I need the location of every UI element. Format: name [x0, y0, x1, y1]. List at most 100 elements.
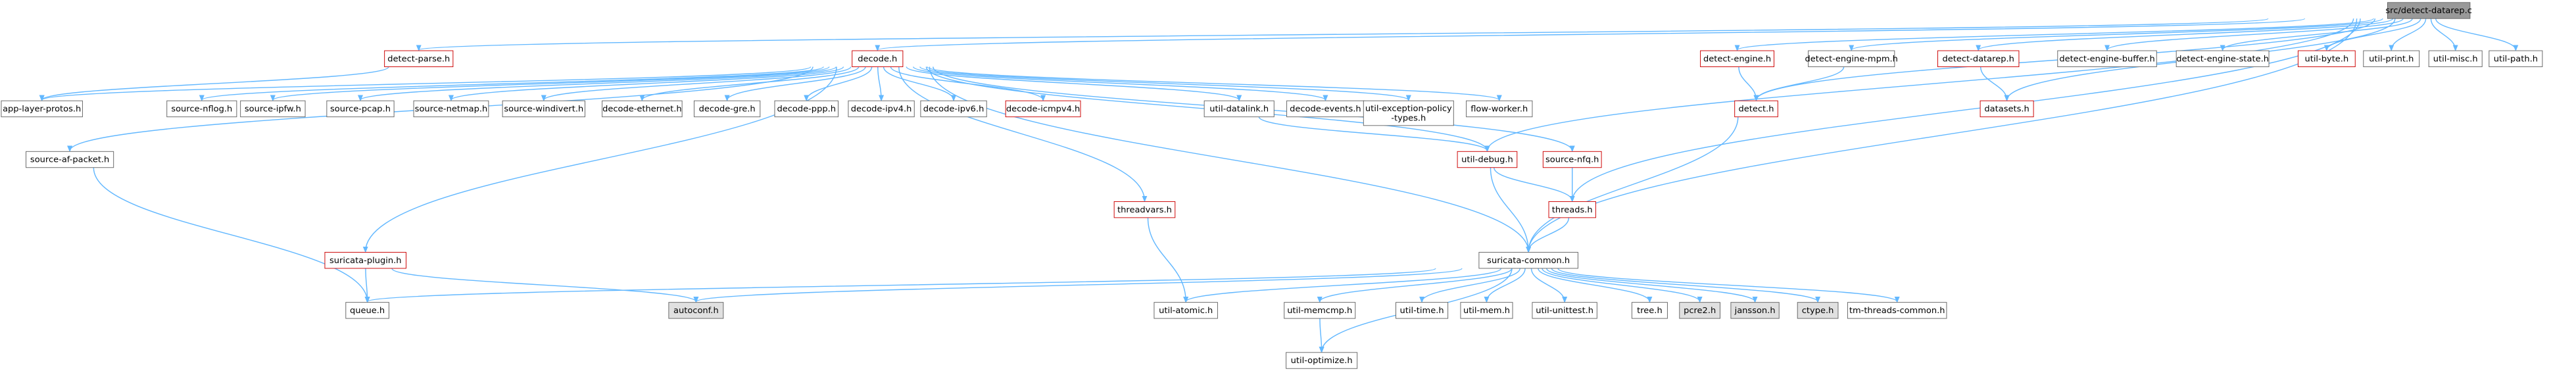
node-decode[interactable]: decode.h — [852, 50, 904, 67]
node-util-debug[interactable]: util-debug.h — [1457, 151, 1518, 168]
node-box-pcre2[interactable] — [1679, 302, 1720, 319]
node-box-util-byte[interactable] — [2297, 50, 2356, 67]
node-source-af-packet[interactable]: source-af-packet.h — [26, 151, 114, 168]
node-box-decode-ppp[interactable] — [774, 100, 838, 118]
node-box-autoconf[interactable] — [668, 302, 724, 319]
node-box-detect-parse[interactable] — [384, 50, 454, 67]
node-box-decode-gre[interactable] — [693, 100, 761, 118]
node-box-tree[interactable] — [1631, 302, 1668, 319]
node-root[interactable]: src/detect-datarep.c — [2385, 2, 2472, 19]
node-jansson[interactable]: jansson.h — [1730, 302, 1780, 319]
node-box-util-datalink[interactable] — [1203, 100, 1275, 118]
node-flow-worker[interactable]: flow-worker.h — [1466, 100, 1533, 118]
node-box-decode-ethernet[interactable] — [602, 100, 683, 118]
node-box-threadvars[interactable] — [1113, 201, 1176, 218]
node-util-byte[interactable]: util-byte.h — [2297, 50, 2356, 67]
node-box-source-pcap[interactable] — [326, 100, 395, 118]
node-box-util-memcmp[interactable] — [1284, 302, 1356, 319]
node-box-util-time[interactable] — [1396, 302, 1449, 319]
node-util-exception-policy-types[interactable]: util-exception-policy-types.h — [1363, 100, 1454, 126]
node-decode-events[interactable]: decode-events.h — [1286, 100, 1365, 118]
node-app-layer-protos[interactable]: app-layer-protos.h — [1, 100, 83, 118]
node-box-util-atomic[interactable] — [1154, 302, 1218, 319]
node-threads[interactable]: threads.h — [1548, 201, 1596, 218]
node-threadvars[interactable]: threadvars.h — [1113, 201, 1176, 218]
node-box-ctype[interactable] — [1797, 302, 1839, 319]
node-autoconf[interactable]: autoconf.h — [668, 302, 724, 319]
node-detect-h[interactable]: detect.h — [1734, 100, 1778, 118]
node-queue[interactable]: queue.h — [345, 302, 389, 319]
node-box-detect-engine-mpm[interactable] — [1808, 50, 1895, 67]
node-detect-datarep-h[interactable]: detect-datarep.h — [1937, 50, 2020, 67]
node-decode-ipv4[interactable]: decode-ipv4.h — [848, 100, 915, 118]
node-source-windivert[interactable]: source-windivert.h — [502, 100, 586, 118]
node-box-source-nflog[interactable] — [166, 100, 237, 118]
node-box-util-path[interactable] — [2489, 50, 2543, 67]
node-box-source-windivert[interactable] — [502, 100, 586, 118]
node-util-time[interactable]: util-time.h — [1396, 302, 1449, 319]
node-box-source-nfq[interactable] — [1542, 151, 1602, 168]
node-box-queue[interactable] — [345, 302, 389, 319]
node-box-tm-threads-common[interactable] — [1847, 302, 1947, 319]
node-box-decode-icmpv4[interactable] — [1005, 100, 1081, 118]
node-detect-parse[interactable]: detect-parse.h — [384, 50, 454, 67]
node-box-detect-h[interactable] — [1734, 100, 1778, 118]
node-detect-engine-state[interactable]: detect-engine-state.h — [2175, 50, 2270, 67]
node-pcre2[interactable]: pcre2.h — [1679, 302, 1720, 319]
node-box-decode[interactable] — [852, 50, 904, 67]
node-tm-threads-common[interactable]: tm-threads-common.h — [1847, 302, 1947, 319]
node-datasets[interactable]: datasets.h — [1980, 100, 2034, 118]
node-util-atomic[interactable]: util-atomic.h — [1154, 302, 1218, 319]
node-box-decode-ipv4[interactable] — [848, 100, 915, 118]
node-box-detect-engine[interactable] — [1700, 50, 1775, 67]
node-suricata-common[interactable]: suricata-common.h — [1478, 252, 1578, 269]
node-box-util-print[interactable] — [2363, 50, 2420, 67]
node-box-util-debug[interactable] — [1457, 151, 1518, 168]
node-tree[interactable]: tree.h — [1631, 302, 1668, 319]
node-box-detect-engine-buffer[interactable] — [2057, 50, 2157, 67]
node-source-nfq[interactable]: source-nfq.h — [1542, 151, 1602, 168]
node-decode-ipv6[interactable]: decode-ipv6.h — [920, 100, 987, 118]
node-box-util-optimize[interactable] — [1286, 352, 1358, 369]
node-box-datasets[interactable] — [1980, 100, 2034, 118]
node-source-nflog[interactable]: source-nflog.h — [166, 100, 237, 118]
node-ctype[interactable]: ctype.h — [1797, 302, 1839, 319]
node-source-netmap[interactable]: source-netmap.h — [413, 100, 489, 118]
node-box-root[interactable] — [2387, 2, 2471, 19]
node-box-detect-datarep-h[interactable] — [1937, 50, 2020, 67]
node-box-util-misc[interactable] — [2428, 50, 2483, 67]
node-util-unittest[interactable]: util-unittest.h — [1532, 302, 1597, 319]
node-decode-ppp[interactable]: decode-ppp.h — [774, 100, 838, 118]
node-source-pcap[interactable]: source-pcap.h — [326, 100, 395, 118]
node-detect-engine[interactable]: detect-engine.h — [1700, 50, 1775, 67]
node-box-suricata-plugin[interactable] — [324, 252, 406, 269]
node-decode-ethernet[interactable]: decode-ethernet.h — [602, 100, 683, 118]
node-box-decode-ipv6[interactable] — [920, 100, 987, 118]
node-util-mem[interactable]: util-mem.h — [1460, 302, 1513, 319]
node-util-optimize[interactable]: util-optimize.h — [1286, 352, 1358, 369]
node-source-ipfw[interactable]: source-ipfw.h — [240, 100, 306, 118]
node-detect-engine-mpm[interactable]: detect-engine-mpm.h — [1805, 50, 1898, 67]
node-box-detect-engine-state[interactable] — [2175, 50, 2270, 67]
node-box-decode-events[interactable] — [1286, 100, 1365, 118]
node-util-misc[interactable]: util-misc.h — [2428, 50, 2483, 67]
node-box-flow-worker[interactable] — [1466, 100, 1533, 118]
node-box-jansson[interactable] — [1730, 302, 1780, 319]
node-detect-engine-buffer[interactable]: detect-engine-buffer.h — [2057, 50, 2157, 67]
node-box-util-exception-policy-types[interactable] — [1363, 100, 1454, 126]
node-suricata-plugin[interactable]: suricata-plugin.h — [324, 252, 406, 269]
node-decode-icmpv4[interactable]: decode-icmpv4.h — [1005, 100, 1081, 118]
node-decode-gre[interactable]: decode-gre.h — [693, 100, 761, 118]
node-box-app-layer-protos[interactable] — [1, 100, 83, 118]
node-util-path[interactable]: util-path.h — [2489, 50, 2543, 67]
node-util-print[interactable]: util-print.h — [2363, 50, 2420, 67]
node-util-datalink[interactable]: util-datalink.h — [1203, 100, 1275, 118]
node-box-source-ipfw[interactable] — [240, 100, 306, 118]
node-util-memcmp[interactable]: util-memcmp.h — [1284, 302, 1356, 319]
node-box-util-mem[interactable] — [1460, 302, 1513, 319]
node-box-util-unittest[interactable] — [1532, 302, 1597, 319]
node-box-suricata-common[interactable] — [1478, 252, 1578, 269]
node-box-source-netmap[interactable] — [413, 100, 489, 118]
node-box-threads[interactable] — [1548, 201, 1596, 218]
node-box-source-af-packet[interactable] — [26, 151, 114, 168]
